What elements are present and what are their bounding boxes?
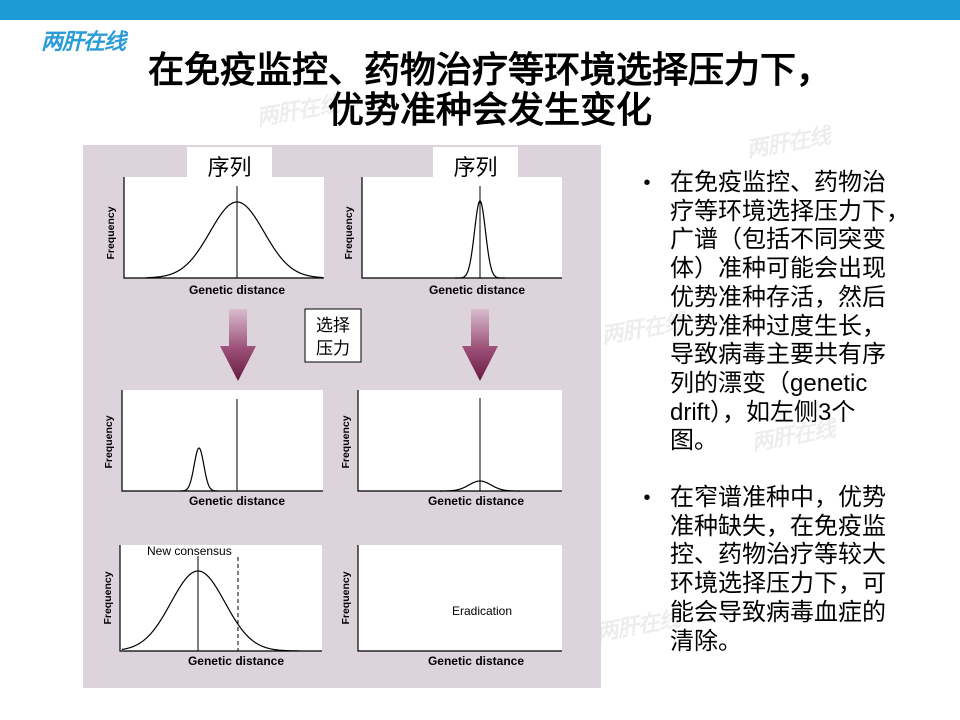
panel-broad-spectrum-after-selection: Frequency Genetic distance: [103, 390, 323, 508]
top-accent-bar: [0, 0, 960, 20]
column-header-box: [187, 147, 272, 186]
bullet-dot-icon: •: [643, 172, 651, 194]
y-axis-label: Frequency: [102, 571, 114, 624]
selection-pressure-box: 选择 压力: [304, 308, 362, 363]
new-consensus-annotation: New consensus: [147, 544, 232, 558]
plot-area: [358, 390, 562, 491]
bullet-text-line: 能会导致病毒血症的: [670, 598, 886, 626]
bullet-dot-icon: •: [643, 487, 651, 510]
x-axis-label: Genetic distance: [189, 494, 285, 508]
bullet-item-narrow-spectrum: • 在窄谱准种中，优势 准种缺失，在免疫监 控、药物治疗等较大 环境选择压力下，…: [640, 484, 940, 656]
right-down-arrow: [462, 309, 498, 381]
bullet-item-broad-spectrum: • 在免疫监控、药物治 疗等环境选择压力下， 广谱（包括不同突变 体）准种可能会…: [640, 169, 940, 456]
plot-area: [120, 545, 322, 651]
slide-title-line-1: 在免疫监控、药物治疗等环境选择压力下，: [147, 49, 832, 90]
plot-axes: [357, 390, 562, 492]
bullet-text-line: 广谱（包括不同突变: [670, 226, 886, 254]
bullet-text-line: 在免疫监控、药物治: [670, 169, 886, 196]
plot-area: [124, 177, 324, 278]
slide-title: 在免疫监控、药物治疗等环境选择压力下， 优势准种会发生变化: [20, 50, 960, 130]
bullet-text-line: 导致病毒主要共有序: [670, 341, 886, 369]
bullet-text-line: 环境选择压力下，可: [670, 570, 886, 598]
panel-narrow-spectrum-eradication: Eradication Frequency Genetic distance: [340, 545, 562, 668]
selection-pressure-frame: [304, 308, 362, 363]
distribution-curve: [121, 570, 301, 652]
slide-title-line-2: 优势准种会发生变化: [327, 89, 652, 130]
site-logo: 两肝在线: [41, 29, 126, 54]
bullet-text-line: 控、药物治疗等较大: [670, 541, 886, 569]
selection-pressure-line-1: 选择: [316, 316, 350, 335]
column-header-right: 序列: [433, 147, 518, 186]
panel-narrow-spectrum-before: Frequency Genetic distance: [343, 177, 562, 297]
bullet-text-line: 图。: [670, 427, 718, 455]
column-header-label: 序列: [453, 155, 497, 180]
bullet-text-line: 优势准种存活，然后: [670, 283, 886, 311]
plot-axes: [361, 177, 562, 279]
bullet-list: • 在免疫监控、药物治 疗等环境选择压力下， 广谱（包括不同突变 体）准种可能会…: [640, 169, 940, 684]
bullet-text-line: 在窄谱准种中，优势: [670, 484, 886, 512]
bullet-text-line: 疗等环境选择压力下，: [670, 197, 910, 225]
bullet-text-line: 优势准种过度生长，: [670, 312, 886, 340]
bullet-text-line: 准种缺失，在免疫监: [670, 512, 886, 540]
left-down-arrow: [220, 309, 256, 381]
plot-axes: [119, 545, 322, 652]
bullet-text-line: 列的漂变（genetic: [670, 369, 868, 397]
column-header-left: 序列: [187, 147, 272, 186]
selection-pressure-line-2: 压力: [316, 339, 350, 358]
eradication-annotation: Eradication: [452, 604, 512, 618]
panel-broad-spectrum-new-consensus: New consensus Frequency Genetic distance: [102, 544, 322, 668]
x-axis-label: Genetic distance: [189, 283, 285, 297]
plot-axes: [357, 545, 562, 652]
bullet-text-line: 体）准种可能会出现: [670, 255, 886, 283]
y-axis-label: Frequency: [340, 415, 352, 468]
y-axis-label: Frequency: [105, 206, 117, 259]
panel-narrow-spectrum-after-selection: Frequency Genetic distance: [340, 390, 562, 508]
bullet-text-line: drift），如左侧3个: [670, 398, 856, 426]
panel-broad-spectrum-before: Frequency Genetic distance: [105, 177, 324, 297]
plot-area: [362, 177, 562, 278]
distribution-curve: [145, 201, 324, 279]
x-axis-label: Genetic distance: [429, 283, 525, 297]
column-header-label: 序列: [207, 155, 251, 180]
plot-area: [358, 545, 562, 651]
distribution-curve: [439, 480, 521, 492]
x-axis-label: Genetic distance: [188, 654, 284, 668]
x-axis-label: Genetic distance: [428, 494, 524, 508]
bullet-text-line: 清除。: [670, 627, 742, 655]
column-header-box: [433, 147, 518, 186]
distribution-curve: [455, 200, 505, 279]
plot-axes: [123, 177, 324, 279]
y-axis-label: Frequency: [103, 415, 115, 468]
quasispecies-figure: Frequency Genetic distance Frequency Gen…: [83, 145, 601, 688]
plot-area: [122, 390, 323, 491]
plot-axes: [121, 390, 323, 492]
y-axis-label: Frequency: [343, 206, 355, 259]
x-axis-label: Genetic distance: [428, 654, 524, 668]
y-axis-label: Frequency: [340, 571, 352, 624]
distribution-curve: [179, 447, 219, 492]
